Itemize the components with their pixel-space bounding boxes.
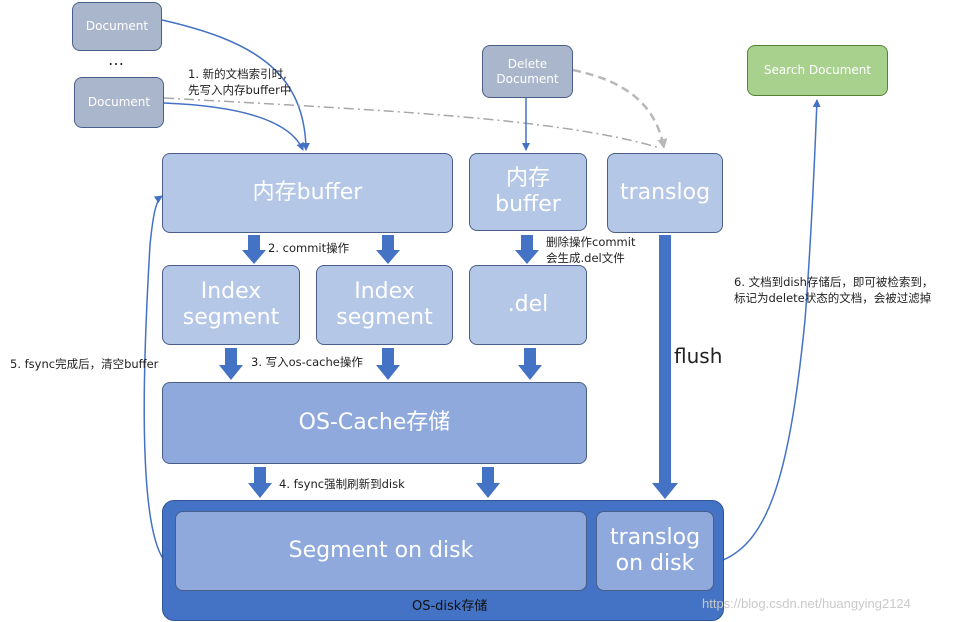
index-segment-2-label: Index segment: [336, 278, 433, 330]
step5-label: 5. fsync完成后，清空buffer: [10, 357, 159, 371]
os-cache-label: OS-Cache存储: [298, 409, 451, 435]
document-node-2-label: Document: [87, 95, 151, 110]
write-cache-arrow-3: [518, 348, 542, 380]
disk-to-search-arrow: [722, 99, 821, 561]
memory-buffer-delete-label: 内存 buffer: [495, 165, 561, 217]
flush-label: flush: [674, 344, 723, 368]
translog-node: translog: [607, 153, 723, 233]
document-node-1: Document: [72, 2, 162, 51]
document-node-1-label: Document: [85, 19, 149, 34]
document-ellipsis: …: [108, 50, 124, 69]
doc1-to-buffer-arrow: [161, 19, 310, 151]
del-file-label: .del: [507, 291, 549, 317]
memory-buffer-label: 内存buffer: [252, 179, 363, 205]
fsync-clear-buffer-arrow: [143, 195, 165, 561]
delete-commit-arrow: [515, 235, 539, 264]
fsync-arrow-2: [476, 467, 500, 498]
document-node-2: Document: [74, 77, 164, 128]
step1-label: 1. 新的文档索引时, 先写入内存buffer中: [188, 67, 292, 98]
write-cache-arrow-2: [376, 348, 400, 380]
doc2-to-buffer-arrow: [163, 102, 304, 151]
segment-on-disk-label: Segment on disk: [288, 537, 474, 563]
os-disk-title: OS-disk存储: [412, 599, 488, 614]
index-segment-node-2: Index segment: [316, 265, 453, 345]
commit-arrow-2: [376, 235, 400, 264]
delete-document-label: Delete Document: [496, 57, 559, 86]
search-document-label: Search Document: [763, 63, 872, 78]
delete-to-translog-arrow: [572, 68, 668, 149]
segment-on-disk-node: Segment on disk: [175, 511, 587, 591]
memory-buffer-delete-node: 内存 buffer: [469, 153, 587, 231]
memory-buffer-node: 内存buffer: [162, 153, 453, 233]
step4-label: 4. fsync强制刷新到disk: [279, 477, 405, 491]
watermark: https://blog.csdn.net/huangying2124: [702, 596, 911, 611]
translog-label: translog: [619, 179, 711, 205]
delete-document-node: Delete Document: [482, 45, 573, 98]
flush-arrow: [652, 235, 678, 499]
del-file-node: .del: [469, 265, 587, 345]
doc2-to-translog-line: [163, 97, 661, 149]
search-document-node: Search Document: [747, 45, 888, 96]
os-cache-node: OS-Cache存储: [162, 382, 587, 464]
index-segment-1-label: Index segment: [182, 278, 280, 330]
index-segment-node-1: Index segment: [162, 265, 300, 345]
step2-label: 2. commit操作: [268, 241, 350, 255]
step3-label: 3. 写入os-cache操作: [251, 355, 363, 369]
step6-label: 6. 文档到dish存储后，即可被检索到， 标记为delete状态的文档，会被过…: [734, 275, 934, 306]
translog-on-disk-node: translog on disk: [596, 511, 714, 591]
fsync-arrow-1: [248, 467, 272, 498]
commit-arrow-1: [242, 235, 266, 264]
delete-commit-label: 删除操作commit 会生成.del文件: [546, 235, 636, 266]
write-cache-arrow-1: [219, 348, 243, 380]
translog-on-disk-label: translog on disk: [609, 524, 701, 576]
